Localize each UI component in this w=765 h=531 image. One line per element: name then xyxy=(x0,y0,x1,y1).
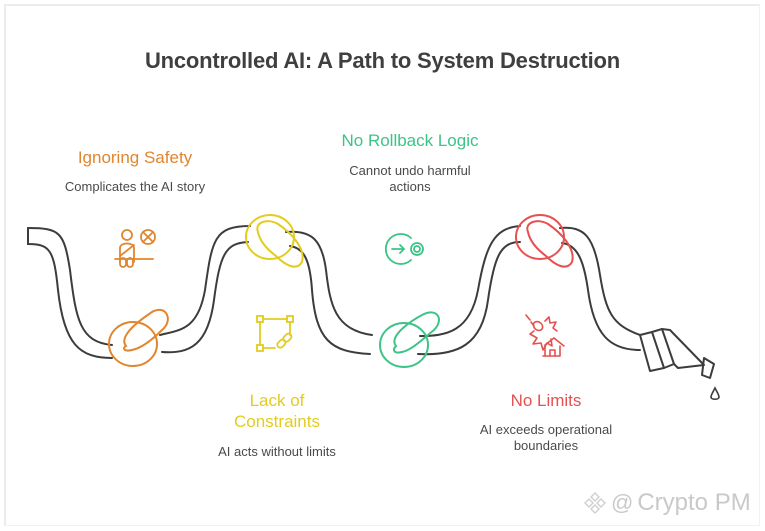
binance-logo-icon xyxy=(584,492,606,514)
knot-no-rollback-logic xyxy=(379,311,440,368)
step-no-limits-title: No Limits xyxy=(510,391,582,410)
diagram-title: Uncontrolled AI: A Path to System Destru… xyxy=(144,48,621,73)
irreversible-action-icon xyxy=(384,233,424,265)
step-no-limits-description-2: boundaries xyxy=(513,438,579,453)
step-lack-of-constraints-description: AI acts without limits xyxy=(218,444,336,459)
image-frame xyxy=(4,4,760,526)
step-no-rollback-description-2: actions xyxy=(389,179,431,194)
hose-nozzle xyxy=(639,328,715,379)
step-no-limits-description-1: AI exceeds operational xyxy=(479,422,613,437)
hose-outline xyxy=(27,225,641,359)
water-drop-icon xyxy=(710,386,720,401)
step-ignoring-safety-description: Complicates the AI story xyxy=(64,179,206,194)
step-no-rollback-description-1: Cannot undo harmful xyxy=(349,163,471,178)
step-lack-of-constraints-title-1: Lack of xyxy=(249,391,305,410)
watermark-text: Crypto PM xyxy=(637,489,751,516)
watermark-at: @ xyxy=(611,490,634,515)
hose-top-edge xyxy=(27,225,641,346)
step-ignoring-safety-title: Ignoring Safety xyxy=(77,148,193,167)
unlinked-constraints-icon xyxy=(256,315,294,352)
watermark: @ Crypto PM xyxy=(583,489,751,517)
explosion-house-icon xyxy=(525,314,565,357)
knot-no-limits xyxy=(515,214,574,268)
hose-bottom-edge xyxy=(27,227,641,359)
seatbelt-icon xyxy=(114,229,156,268)
step-lack-of-constraints-title-2: Constraints xyxy=(234,412,320,431)
step-no-rollback-title: No Rollback Logic xyxy=(341,131,479,150)
knot-ignoring-safety xyxy=(108,309,169,367)
knot-lack-of-constraints xyxy=(245,214,304,268)
